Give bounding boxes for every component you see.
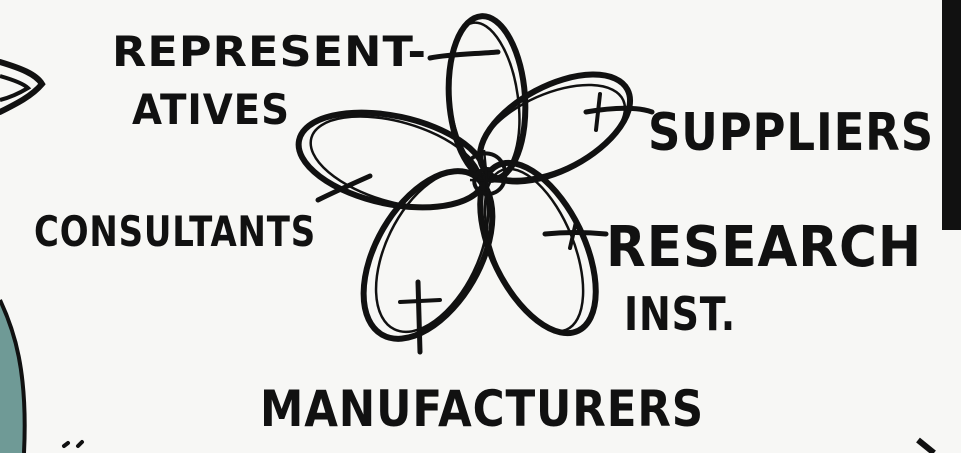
- label-manufacturers: MANUFACTURERS: [260, 380, 704, 438]
- right-border-fragment: [942, 0, 961, 230]
- label-representatives-line1: REPRESENT-: [112, 27, 427, 76]
- bottom-mark-fragment: [64, 442, 82, 446]
- right-corner-fragment: [918, 440, 934, 453]
- label-representatives-line2: ATIVES: [132, 85, 290, 134]
- label-research-line2: INST.: [624, 287, 736, 341]
- arrow-fragment-icon: [0, 62, 42, 112]
- label-suppliers: SUPPLIERS: [648, 103, 934, 163]
- label-consultants: CONSULTANTS: [34, 207, 316, 256]
- label-research-line1: RESEARCH: [606, 215, 922, 280]
